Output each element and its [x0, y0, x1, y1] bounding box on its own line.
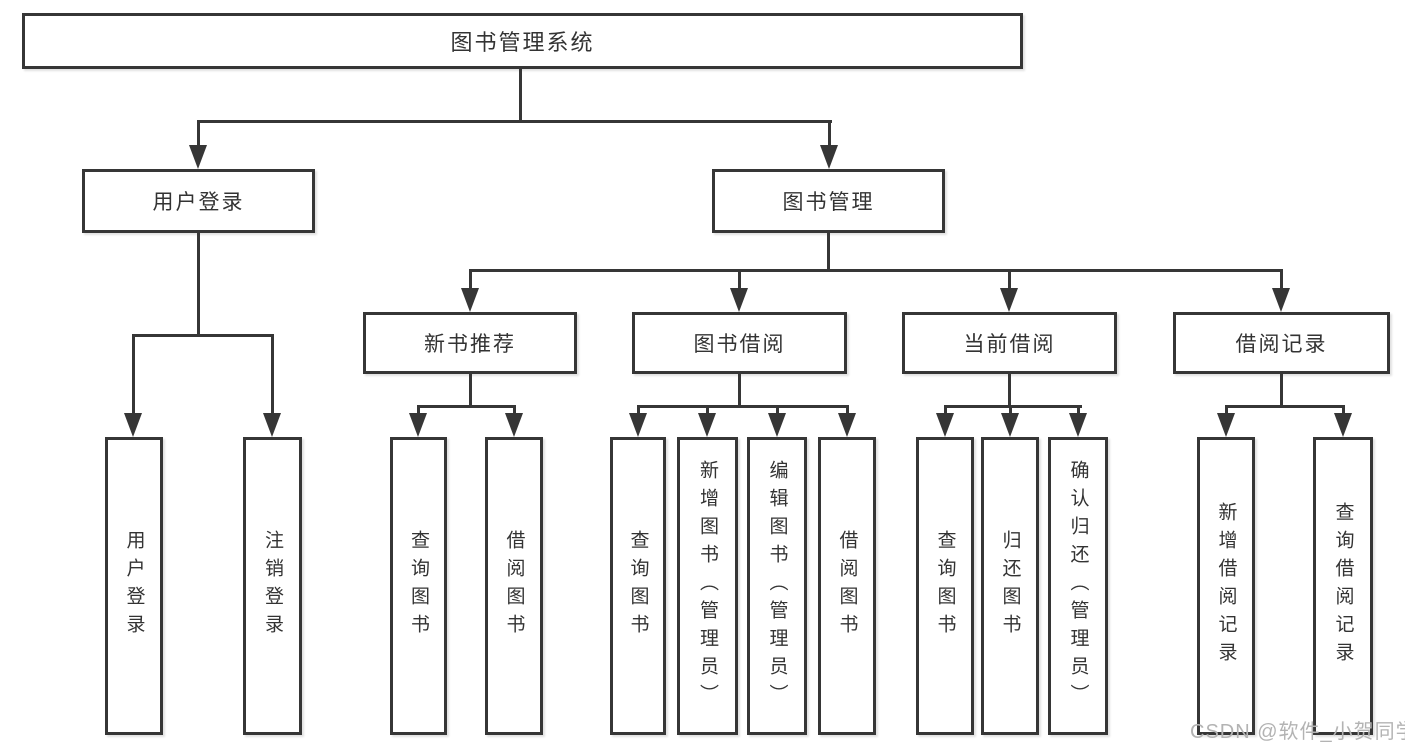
leaf-recommend-borrow-books-label: 借阅图书 — [503, 530, 525, 642]
arrow-to-records — [1272, 272, 1290, 312]
arrow-borrow-3 — [768, 408, 786, 437]
leaf-borrow-borrow-books-label: 借阅图书 — [836, 530, 858, 642]
leaf-user-login-label: 用户登录 — [123, 530, 145, 642]
arrow-to-leaf-user-login — [124, 337, 142, 437]
node-borrow-records: 借阅记录 — [1173, 312, 1390, 374]
leaf-borrow-edit-books-admin: 编辑图书（管理员） — [747, 437, 807, 735]
connector-user-login-bus — [132, 334, 274, 337]
leaf-records-query-record-label: 查询借阅记录 — [1332, 502, 1354, 670]
leaf-current-confirm-return-admin-label: 确认归还（管理员） — [1067, 460, 1089, 712]
node-new-book-recommend-label: 新书推荐 — [424, 333, 516, 356]
node-current-borrow: 当前借阅 — [902, 312, 1117, 374]
leaf-current-query-books-label: 查询图书 — [934, 530, 956, 642]
connector-records-stub — [1280, 374, 1283, 408]
arrow-to-recommend — [461, 272, 479, 312]
leaf-logout-label: 注销登录 — [262, 530, 283, 642]
leaf-records-query-record: 查询借阅记录 — [1313, 437, 1373, 735]
node-user-login-label: 用户登录 — [152, 191, 245, 214]
connector-root-stub — [519, 69, 522, 122]
node-library-system-label: 图书管理系统 — [450, 30, 595, 55]
arrow-recommend-2 — [505, 408, 523, 437]
leaf-current-confirm-return-admin: 确认归还（管理员） — [1048, 437, 1108, 735]
arrow-borrow-1 — [629, 408, 647, 437]
node-borrow-records-label: 借阅记录 — [1235, 333, 1328, 356]
leaf-borrow-borrow-books: 借阅图书 — [818, 437, 876, 735]
leaf-logout: 注销登录 — [243, 437, 302, 735]
leaf-records-add-record: 新增借阅记录 — [1197, 437, 1255, 735]
arrow-to-current — [1000, 272, 1018, 312]
arrow-records-1 — [1217, 408, 1235, 437]
leaf-records-add-record-label: 新增借阅记录 — [1215, 502, 1237, 670]
node-new-book-recommend: 新书推荐 — [363, 312, 577, 374]
leaf-user-login: 用户登录 — [105, 437, 163, 735]
node-library-system: 图书管理系统 — [22, 13, 1023, 69]
node-current-borrow-label: 当前借阅 — [963, 333, 1056, 356]
leaf-recommend-query-books: 查询图书 — [390, 437, 447, 735]
leaf-borrow-add-books-admin: 新增图书（管理员） — [677, 437, 738, 735]
connector-root-bus — [197, 120, 832, 123]
arrow-borrow-2 — [698, 408, 716, 437]
connector-recommend-bus — [417, 405, 516, 408]
watermark-text: CSDN @软件_小贺同学 — [1190, 721, 1405, 743]
arrow-to-book-management — [820, 123, 838, 169]
connector-borrow-bus — [637, 405, 849, 408]
connector-book-mgmt-bus — [469, 269, 1283, 272]
arrow-to-leaf-logout — [263, 337, 281, 437]
leaf-current-query-books: 查询图书 — [916, 437, 974, 735]
leaf-current-return-books-label: 归还图书 — [999, 530, 1021, 642]
connector-current-bus — [944, 405, 1082, 408]
leaf-current-return-books: 归还图书 — [981, 437, 1039, 735]
node-book-borrow-label: 图书借阅 — [693, 333, 786, 356]
node-book-management: 图书管理 — [712, 169, 945, 233]
arrow-recommend-1 — [409, 408, 427, 437]
node-book-management-label: 图书管理 — [782, 191, 875, 214]
leaf-borrow-query-books-label: 查询图书 — [627, 530, 649, 642]
leaf-borrow-query-books: 查询图书 — [610, 437, 666, 735]
leaf-borrow-add-books-admin-label: 新增图书（管理员） — [697, 460, 718, 712]
connector-borrow-stub — [738, 374, 741, 408]
arrow-borrow-4 — [838, 408, 856, 437]
leaf-borrow-edit-books-admin-label: 编辑图书（管理员） — [766, 460, 788, 712]
node-book-borrow: 图书借阅 — [632, 312, 847, 374]
leaf-recommend-query-books-label: 查询图书 — [408, 530, 429, 642]
arrow-to-borrow — [730, 272, 748, 312]
connector-current-stub — [1008, 374, 1011, 408]
arrow-current-3 — [1069, 408, 1087, 437]
connector-recommend-stub — [469, 374, 472, 408]
leaf-recommend-borrow-books: 借阅图书 — [485, 437, 543, 735]
arrow-current-2 — [1001, 408, 1019, 437]
arrow-to-user-login — [189, 123, 207, 169]
arrow-records-2 — [1334, 408, 1352, 437]
connector-user-login-stub — [197, 233, 200, 337]
connector-book-mgmt-stub — [827, 233, 830, 272]
arrow-current-1 — [936, 408, 954, 437]
node-user-login: 用户登录 — [82, 169, 315, 233]
connector-records-bus — [1225, 405, 1345, 408]
